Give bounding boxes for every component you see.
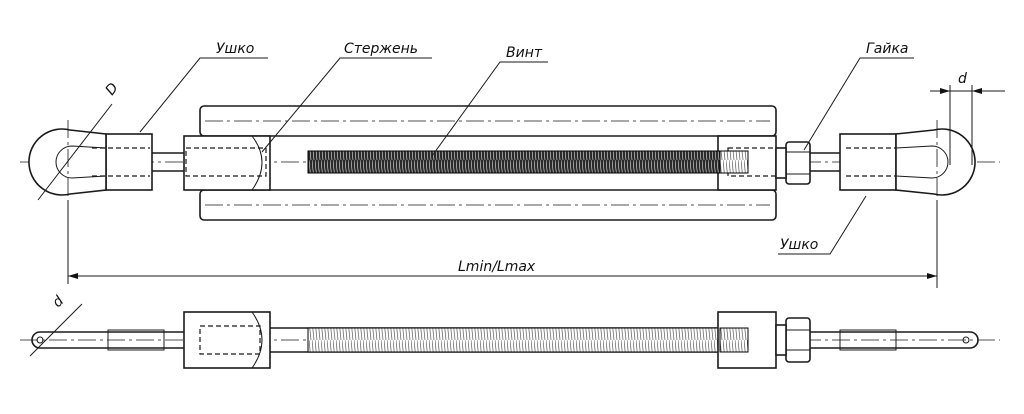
leader-nut: Гайка [803,41,914,151]
label-d-bottom: d [50,293,68,311]
label-eye-top: Ушко [216,41,254,57]
nut-bottom [775,317,811,363]
bottom-screw-thread [307,327,729,353]
dimension-d-bottom: d [29,293,83,357]
label-D: D [103,80,122,99]
label-screw: Винт [506,45,543,61]
leader-rod: Стержень [261,41,432,153]
screw-thread [307,150,749,174]
dimension-length: Lmin/Lmax [67,200,938,288]
nut-top [775,141,811,185]
dimension-line-D [37,103,113,201]
right-eye [839,128,976,196]
leader-eye-top: Ушко [139,41,268,133]
dimension-d-top: d [930,71,1005,165]
label-rod: Стержень [344,41,418,57]
leader-screw: Винт [431,45,548,157]
label-eye-bottom: Ушко [780,237,818,253]
top-view: D d Ушко Стержень Винт Гайка [20,41,1005,288]
leader-eye-bottom: Ушко [778,195,867,255]
left-eye [28,128,153,196]
label-d-top: d [958,71,967,87]
bottom-view: d [20,293,1000,369]
bottom-left-block [183,311,271,369]
label-nut: Гайка [866,41,909,57]
label-length: Lmin/Lmax [458,259,536,275]
